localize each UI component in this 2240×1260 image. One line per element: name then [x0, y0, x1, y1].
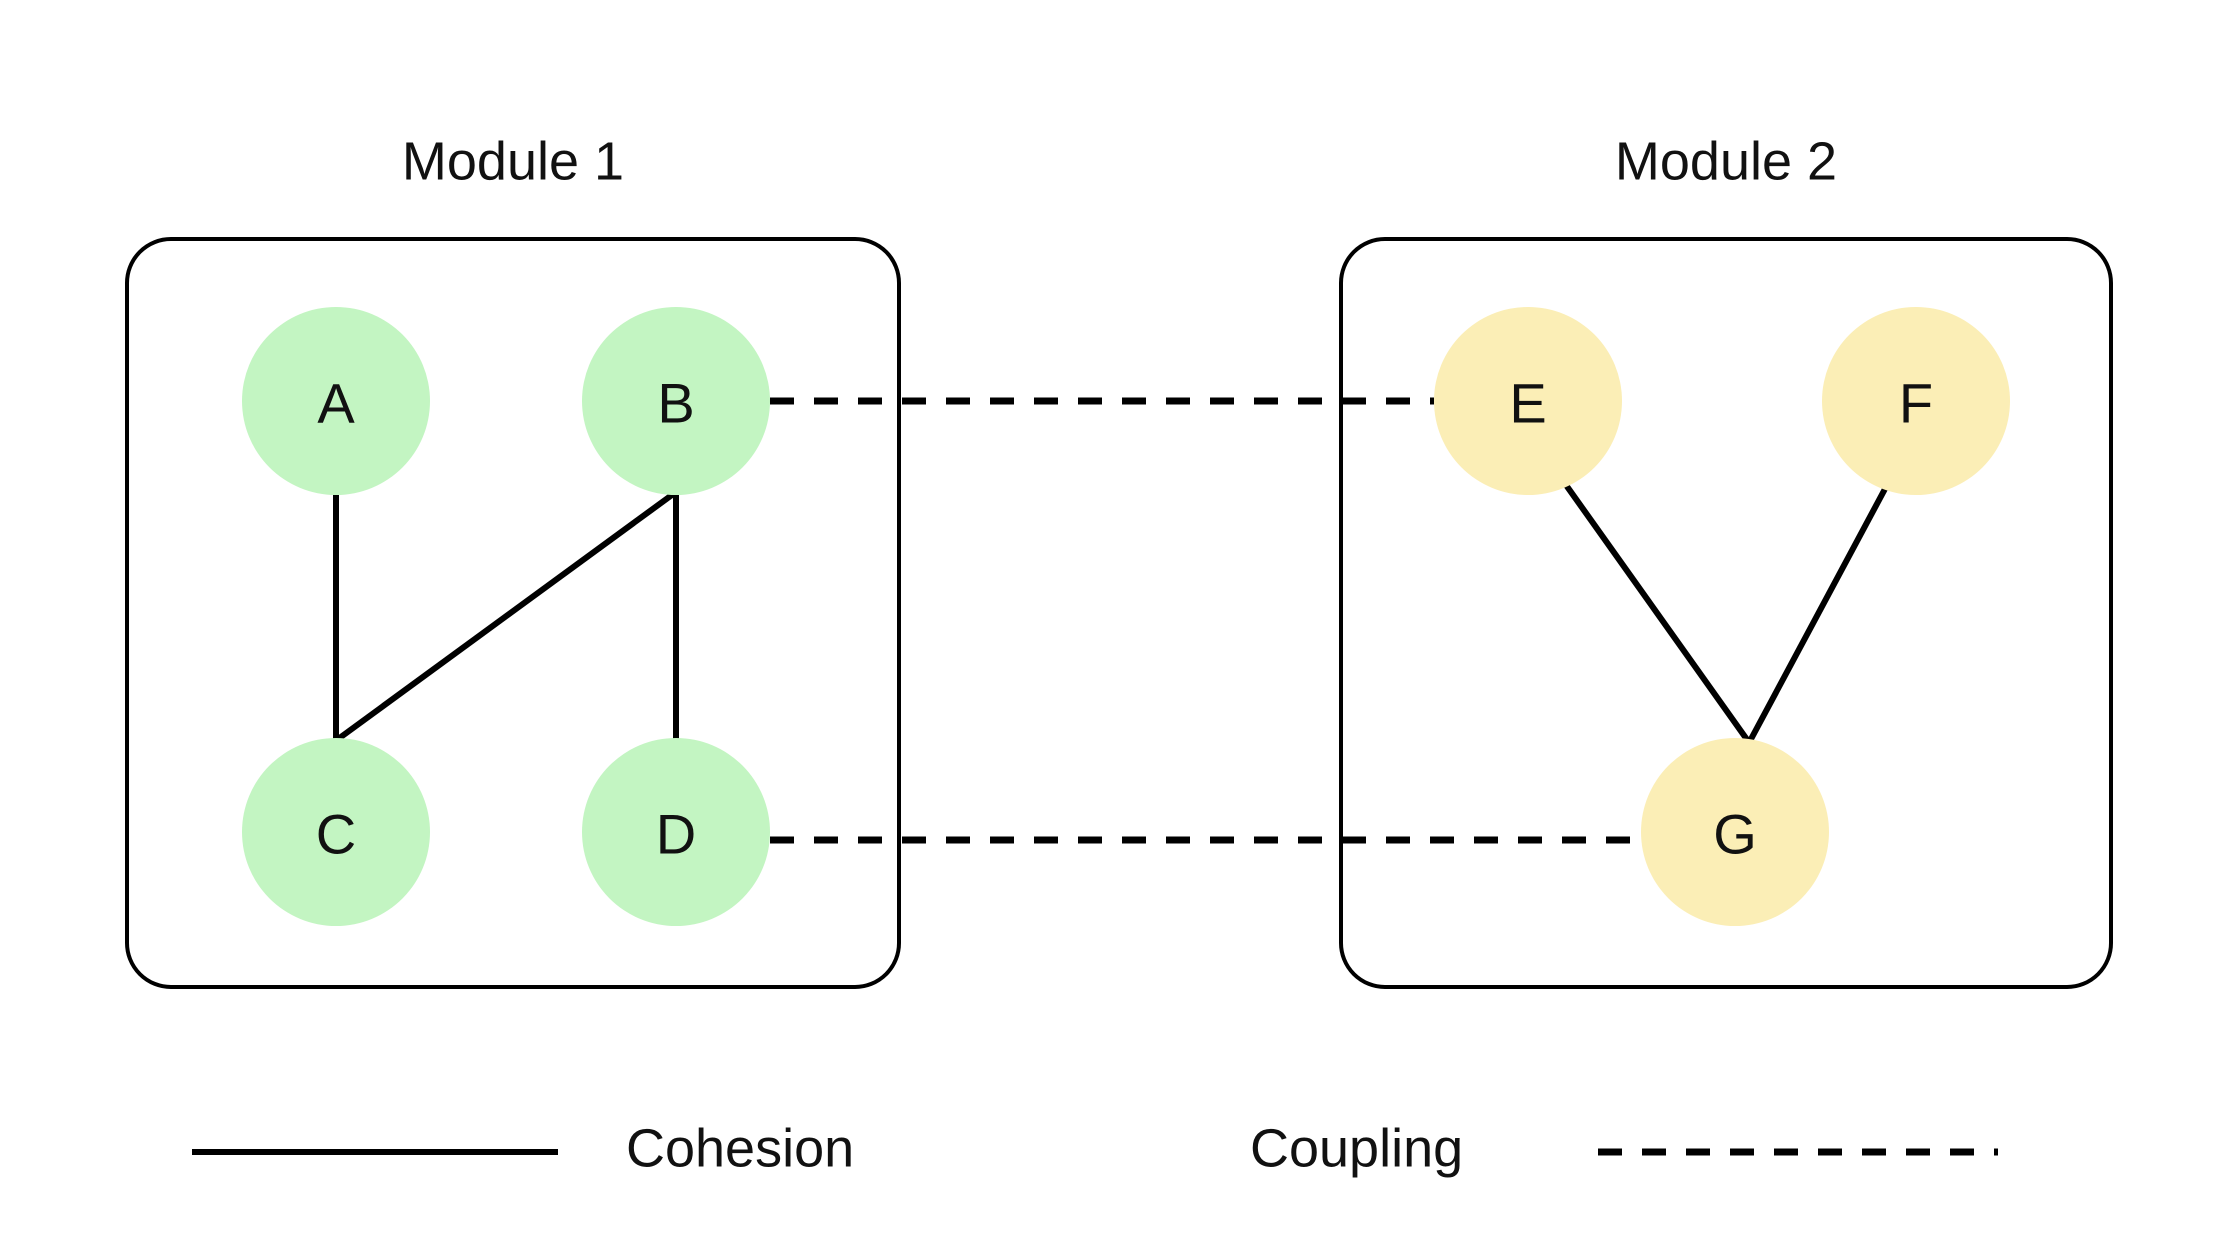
- module-2-title: Module 2: [1615, 131, 1837, 191]
- legend-coupling-label: Coupling: [1250, 1118, 1463, 1178]
- node-b-circle[interactable]: [582, 307, 770, 495]
- node-d-label: D: [656, 803, 696, 866]
- legend-item-coupling: Coupling: [1250, 1118, 1998, 1178]
- node-d[interactable]: D: [582, 738, 770, 926]
- edge-cohesion-b-c[interactable]: [332, 489, 678, 745]
- node-c-circle[interactable]: [242, 738, 430, 926]
- module-1-boundary[interactable]: [125, 237, 901, 989]
- node-g-circle[interactable]: [1641, 738, 1829, 926]
- node-e-circle[interactable]: [1434, 307, 1622, 495]
- node-b[interactable]: B: [582, 307, 770, 495]
- legend-item-cohesion: Cohesion: [192, 1118, 854, 1178]
- module-2-boundary[interactable]: [1339, 237, 2113, 989]
- node-c-label: C: [316, 803, 356, 866]
- node-f[interactable]: F: [1822, 307, 2010, 495]
- node-g-label: G: [1713, 803, 1757, 866]
- node-a-circle[interactable]: [242, 307, 430, 495]
- node-f-label: F: [1899, 372, 1933, 435]
- node-d-circle[interactable]: [582, 738, 770, 926]
- legend-cohesion-label: Cohesion: [626, 1118, 854, 1178]
- node-e[interactable]: E: [1434, 307, 1622, 495]
- edge-cohesion-e-g[interactable]: [1563, 483, 1751, 743]
- module-1-title: Module 1: [402, 131, 624, 191]
- edge-cohesion-f-g[interactable]: [1747, 485, 1889, 743]
- node-e-label: E: [1509, 372, 1546, 435]
- node-g[interactable]: G: [1641, 738, 1829, 926]
- legend: Cohesion Coupling: [192, 1118, 1998, 1178]
- node-a-label: A: [317, 372, 355, 435]
- node-a[interactable]: A: [242, 307, 430, 495]
- node-c[interactable]: C: [242, 738, 430, 926]
- node-b-label: B: [657, 372, 694, 435]
- node-f-circle[interactable]: [1822, 307, 2010, 495]
